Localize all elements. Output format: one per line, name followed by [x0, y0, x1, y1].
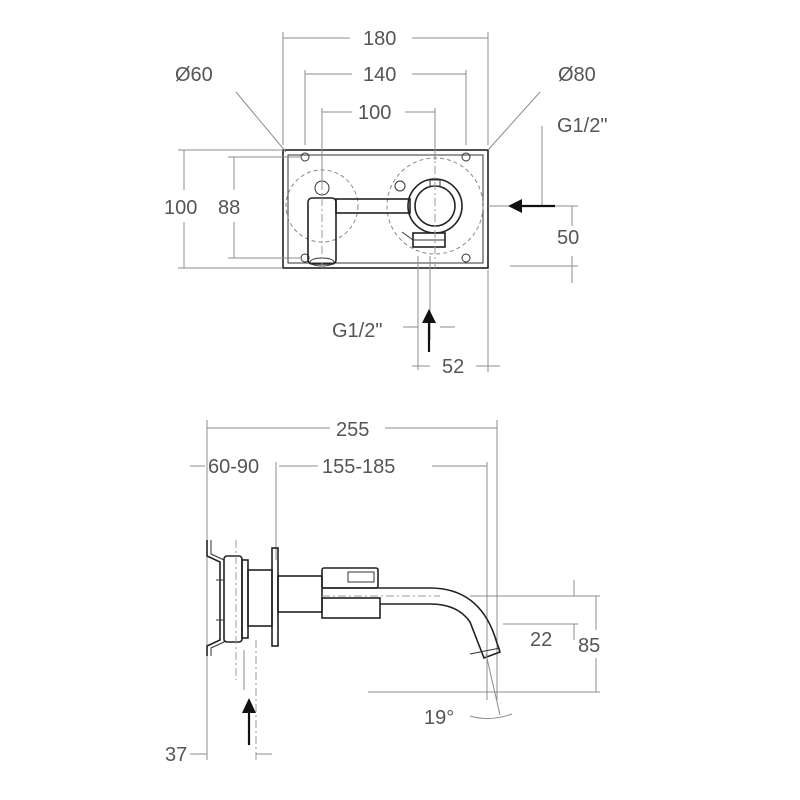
dimension-inlet-offset-bottom: 52: [442, 356, 464, 378]
left-dimensions: [178, 149, 300, 269]
dimension-length-overall: 255: [336, 419, 369, 441]
connecting-bar: [335, 198, 411, 214]
spout-collar: [321, 597, 381, 619]
right-dimensions: [488, 126, 578, 283]
dimension-diameter-right: Ø80: [558, 64, 596, 86]
front-view: 180 140 100 Ø60 Ø80 100 88 G1/2" 50: [164, 28, 607, 378]
dimension-total-height: 85: [578, 635, 600, 657]
spout-base: [277, 575, 323, 613]
dimension-width-holes: 140: [363, 64, 396, 86]
mounting-plate: [282, 149, 489, 269]
dimension-height-holes: 88: [218, 197, 240, 219]
plate-holes: [300, 152, 471, 263]
dimension-width-centers: 100: [358, 102, 391, 124]
dimension-inlet-offset: 37: [165, 744, 187, 766]
plate-inner-edge: [287, 154, 484, 264]
wall-plate: [271, 547, 279, 647]
side-right-dimensions: [368, 580, 600, 720]
dimension-thread-side: G1/2": [557, 115, 607, 137]
spout: [322, 587, 502, 660]
side-view: 255 60-90 155-185: [165, 419, 600, 766]
dimension-diameter-left: Ø60: [175, 64, 213, 86]
top-dimensions: [235, 32, 541, 180]
dimension-spout-adjust: 155-185: [322, 456, 395, 478]
dimension-inlet-offset-side: 50: [557, 227, 579, 249]
valve-housing: [223, 555, 243, 643]
sleeve: [247, 569, 273, 627]
dimension-thread-bottom: G1/2": [332, 320, 382, 342]
dimension-height-overall: 100: [164, 197, 197, 219]
lever-handle: [321, 567, 379, 589]
side-bottom-dimensions: [190, 640, 272, 760]
bottom-dimensions: [403, 256, 500, 372]
dimension-depth-adjust: 60-90: [208, 456, 259, 478]
wall-bracket: [206, 540, 221, 656]
dimension-width-overall: 180: [363, 28, 396, 50]
dimension-angle: 19°: [424, 707, 454, 729]
dimension-spout-height: 22: [530, 629, 552, 651]
